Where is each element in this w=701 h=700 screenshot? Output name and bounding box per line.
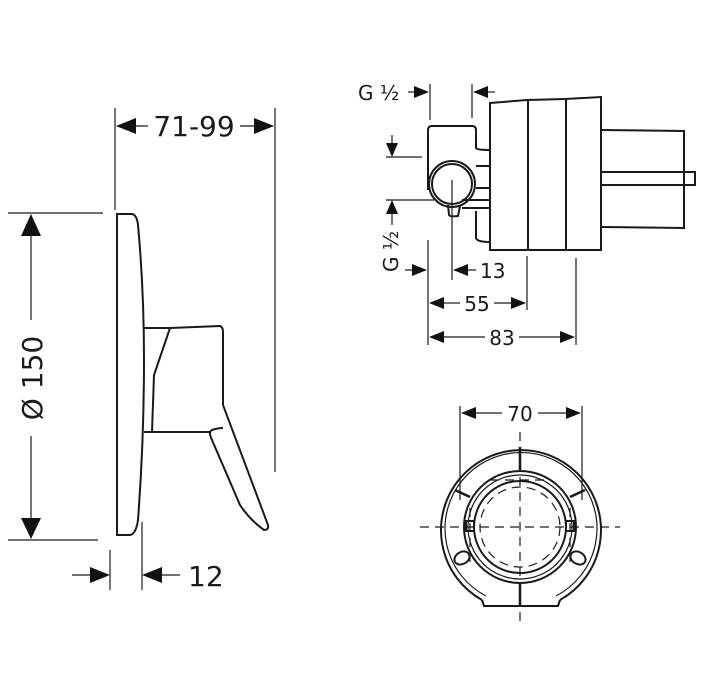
- dim-12-label: 12: [188, 560, 224, 593]
- dim-55-label: 55: [464, 292, 489, 316]
- dim-70-label: 70: [507, 402, 532, 426]
- dim-71-99-label: 71-99: [153, 110, 234, 143]
- thread-bottom-label: G ½: [379, 231, 403, 272]
- dim-diameter-150-label: Ø 150: [16, 336, 49, 420]
- valve-body-front-view: 70: [420, 402, 620, 622]
- trim-side-view: 71-99 Ø 150 12: [8, 108, 276, 593]
- dim-13-label: 13: [480, 259, 505, 283]
- valve-body-side-view: G ½ G ½: [358, 81, 696, 350]
- dim-83-label: 83: [489, 326, 514, 350]
- thread-top-label: G ½: [358, 81, 399, 105]
